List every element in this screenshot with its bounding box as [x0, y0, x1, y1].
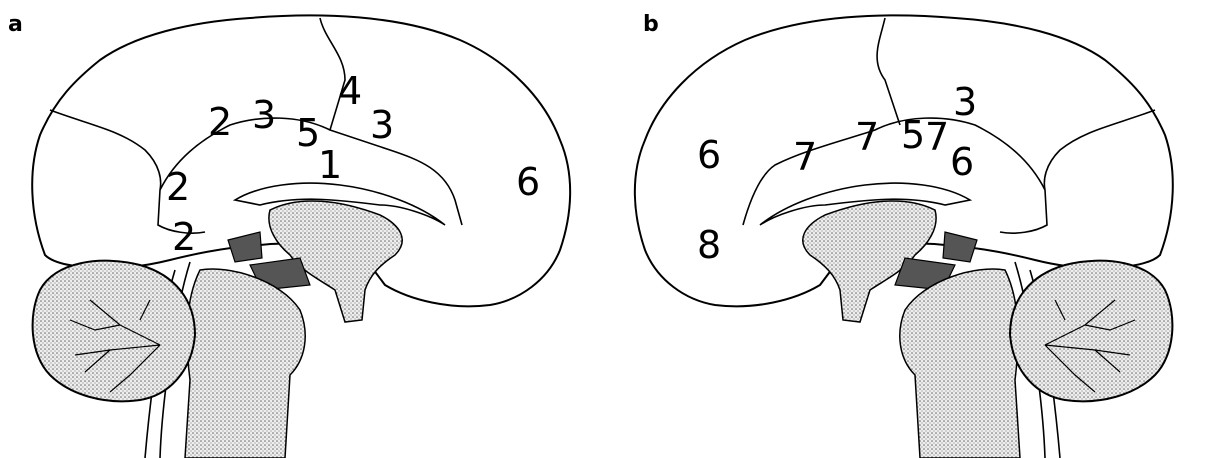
- label-1: 1: [318, 143, 342, 187]
- label-7: 7: [855, 115, 879, 159]
- cerebellum: [33, 261, 195, 402]
- cerebellum: [1010, 261, 1172, 402]
- label-5: 5: [901, 113, 925, 157]
- label-8: 8: [697, 223, 721, 267]
- label-2: 2: [208, 100, 232, 144]
- label-6: 6: [516, 160, 540, 204]
- label-3: 3: [953, 80, 977, 124]
- label-5: 5: [296, 111, 320, 155]
- label-4: 4: [338, 69, 362, 113]
- brain-sagittal-diagram-a: 2 3 5 4 3 1 2 2 6: [0, 0, 600, 458]
- label-7: 7: [925, 115, 949, 159]
- panel-b: b 3 7 5 7 6 7 6 8: [605, 0, 1205, 458]
- label-2: 2: [166, 165, 190, 209]
- label-6: 6: [697, 133, 721, 177]
- panel-a: a 2 3 5 4 3 1 2 2: [0, 0, 600, 458]
- label-3: 3: [252, 93, 276, 137]
- brainstem: [185, 269, 305, 458]
- label-6: 6: [950, 140, 974, 184]
- brainstem: [900, 269, 1020, 458]
- label-3: 3: [370, 103, 394, 147]
- label-2: 2: [172, 215, 196, 259]
- label-7: 7: [793, 135, 817, 179]
- brain-sagittal-diagram-b: 3 7 5 7 6 7 6 8: [605, 0, 1205, 458]
